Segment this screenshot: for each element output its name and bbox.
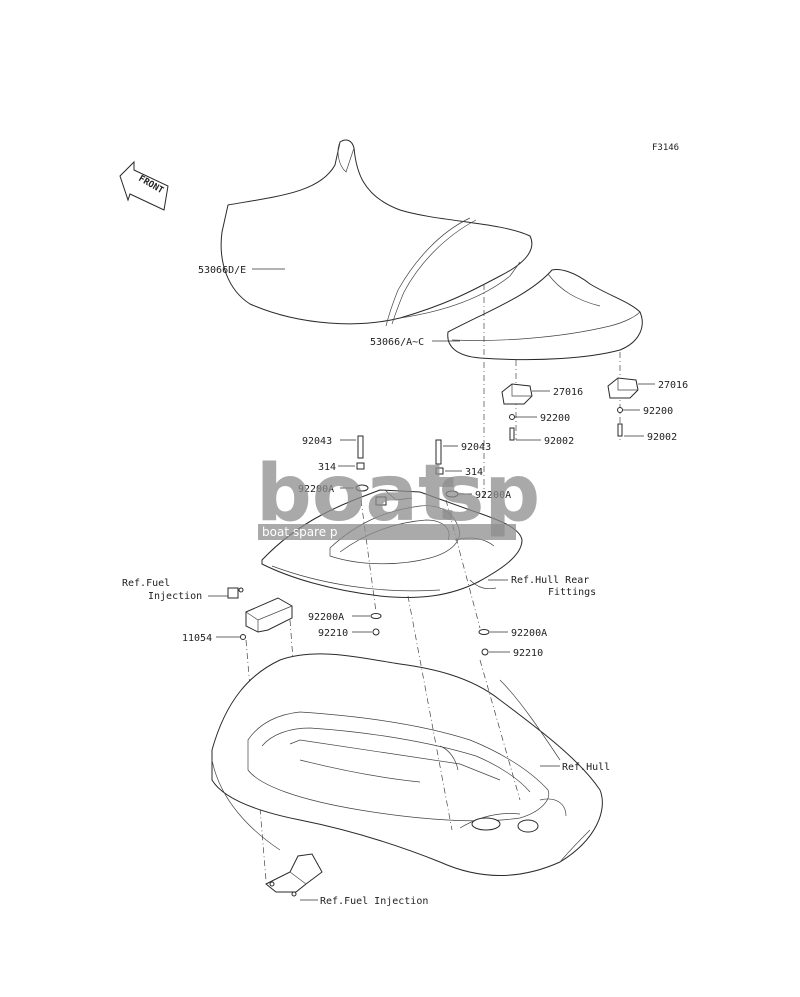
screw-92002-right[interactable]	[617, 423, 623, 437]
washer-92200a-left-bottom[interactable]	[370, 613, 382, 619]
watermark-mark: sp	[438, 449, 540, 539]
label-27016-left: 27016	[553, 387, 583, 398]
label-92043-left: 92043	[302, 436, 332, 447]
nut-92210-right[interactable]	[481, 648, 489, 656]
fuel-fitting-top[interactable]	[227, 587, 239, 599]
label-92043-right: 92043	[461, 442, 491, 453]
watermark-logo: boat boat spare p sp	[256, 449, 540, 540]
label-92200-right: 92200	[643, 406, 673, 417]
label-ref-fuel-top-2: Injection	[148, 591, 202, 602]
hull-port-left	[471, 817, 501, 831]
bracket-11054[interactable]	[245, 597, 293, 633]
washer-92200a-right-bottom[interactable]	[478, 629, 490, 635]
washer-92200a-right-top[interactable]	[445, 490, 459, 498]
label-92200-left: 92200	[540, 413, 570, 424]
label-92200a-left-bottom: 92200A	[308, 612, 344, 623]
bracket-27016-left[interactable]	[501, 383, 533, 405]
hull[interactable]	[211, 653, 603, 876]
bolt-92043-left[interactable]	[357, 435, 364, 459]
label-92200a-right-bottom: 92200A	[511, 628, 547, 639]
fuel-injection-bracket-bottom[interactable]	[265, 853, 323, 897]
guide-line	[407, 595, 453, 831]
front-arrow-icon: FRONT	[119, 160, 169, 211]
fitting-clip	[375, 496, 387, 506]
nut-92210-left[interactable]	[372, 628, 380, 636]
part-314-left[interactable]	[356, 462, 365, 470]
bolt-92043-right[interactable]	[435, 439, 442, 465]
bracket-27016-right[interactable]	[607, 377, 639, 399]
figure-code: F3146	[652, 143, 679, 153]
label-92002-left: 92002	[544, 436, 574, 447]
label-ref-fuel-bottom: Ref.Fuel Injection	[320, 896, 428, 907]
watermark-sub: boat spare p	[262, 525, 338, 539]
washer-92200a-left-top[interactable]	[355, 484, 369, 492]
label-27016-right: 27016	[658, 380, 688, 391]
label-ref-hull-rear-2: Fittings	[548, 587, 596, 598]
watermark-band	[258, 524, 516, 540]
guide-line	[445, 499, 481, 629]
part-314-right[interactable]	[435, 467, 444, 475]
rear-seat[interactable]	[447, 269, 643, 361]
screw-92002-left[interactable]	[509, 427, 515, 441]
washer-92200-left[interactable]	[509, 414, 515, 420]
label-ref-hull-rear-1: Ref.Hull Rear	[511, 575, 589, 586]
label-314-right: 314	[465, 467, 483, 478]
label-92200a-right-top: 92200A	[475, 490, 511, 501]
label-92210-right: 92210	[513, 648, 543, 659]
fuel-fitting-screw	[238, 587, 244, 593]
label-ref-hull: Ref.Hull	[562, 762, 610, 773]
hull-port-right	[517, 819, 539, 833]
guide-line	[360, 499, 377, 613]
label-ref-fuel-top-1: Ref.Fuel	[122, 578, 170, 589]
label-seat-front: 53066D/E	[198, 265, 246, 276]
bracket-bolt	[269, 881, 275, 887]
label-11054: 11054	[182, 633, 212, 644]
bracket-bolt	[291, 891, 297, 897]
hull-rear-fittings[interactable]	[261, 489, 523, 598]
label-92210-left: 92210	[318, 628, 348, 639]
label-92002-right: 92002	[647, 432, 677, 443]
label-92200a-left-top: 92200A	[298, 484, 334, 495]
front-seat[interactable]	[220, 139, 533, 327]
washer-92200-right[interactable]	[617, 407, 623, 413]
bracket-screw	[240, 634, 246, 640]
guide-line	[479, 659, 521, 801]
label-seat-rear: 53066/A~C	[370, 337, 424, 348]
label-314-left: 314	[318, 462, 336, 473]
